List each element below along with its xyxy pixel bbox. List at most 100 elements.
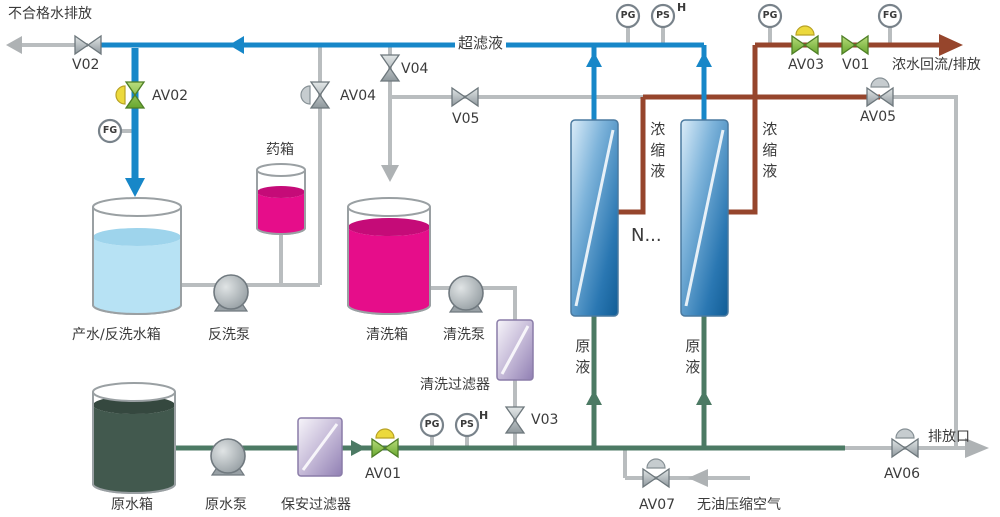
av07-actuator-dome <box>646 458 666 469</box>
membrane-module-1 <box>570 119 619 317</box>
pg-mid-gauge <box>615 3 641 29</box>
valve-v05 <box>451 86 479 108</box>
av01-label: AV01 <box>365 466 402 482</box>
ps-bottom-high-flag: H <box>479 409 489 422</box>
arrow-permeate-up-1 <box>586 52 602 67</box>
valve-av05 <box>866 77 894 108</box>
backwash-pump <box>213 274 249 312</box>
arrow-air-in <box>688 469 708 487</box>
av03-label: AV03 <box>788 57 825 73</box>
pipe-concentrate-membrane2 <box>728 97 758 215</box>
raw-tank-liquid <box>93 405 175 493</box>
product-tank-rim <box>92 197 182 217</box>
product-tank-outline <box>92 207 182 315</box>
concentrate-return-label: 浓水回流/排放 <box>892 57 981 73</box>
v02-label: V02 <box>72 57 100 73</box>
cleaning-tank-outline <box>347 207 431 315</box>
raw-tank-label: 原水箱 <box>111 497 153 513</box>
security-filter-stripe <box>301 423 339 471</box>
av06-label: AV06 <box>884 466 921 482</box>
pipe-right-side-drain <box>880 95 958 448</box>
compressed-air-label: 无油压缩空气 <box>697 497 781 513</box>
chemical-tank-liquid <box>257 192 305 234</box>
concentrate-2-label: 浓缩液 <box>760 121 779 184</box>
security-filter-label: 保安过滤器 <box>281 497 351 513</box>
v05-label: V05 <box>452 111 480 127</box>
cleaning-tank-liquid <box>348 227 430 314</box>
av05-body <box>866 86 894 108</box>
v01-label: V01 <box>842 57 870 73</box>
av02-body <box>124 81 146 109</box>
pg-right-label: PG <box>762 10 778 21</box>
chemical-tank <box>256 163 306 235</box>
av03-actuator-dome <box>795 25 815 36</box>
valve-av07 <box>642 458 670 489</box>
valve-av03 <box>791 25 819 56</box>
concentrate-1-label: 浓缩液 <box>648 121 667 184</box>
membrane-count-label: N... <box>631 225 662 246</box>
fg-right-label: FG <box>882 10 898 21</box>
valve-v02 <box>74 34 102 56</box>
cleaning-tank-liquid-surface <box>348 218 430 236</box>
av03-body <box>791 34 819 56</box>
raw-tank-outline <box>92 392 176 494</box>
ps-mid-high-flag: H <box>677 1 687 14</box>
arrow-ultrafiltrate-flow <box>229 36 244 54</box>
pg-bottom-gauge <box>419 412 445 438</box>
feed-2-label: 原液 <box>683 338 702 380</box>
av02-actuator-dome <box>115 85 126 105</box>
pg-bottom-label: PG <box>424 419 440 430</box>
discharge-port-label: 排放口 <box>928 429 970 445</box>
ultrafiltrate-label: 超滤液 <box>455 34 507 53</box>
av01-actuator-dome <box>375 428 395 439</box>
chemical-tank-rim <box>256 163 306 177</box>
ps-bottom-gauge <box>454 412 480 438</box>
raw-tank <box>92 382 176 494</box>
av04-label: AV04 <box>340 88 377 104</box>
product-tank-liquid <box>93 237 181 314</box>
cleaning-pump <box>448 275 484 313</box>
cleaning-tank <box>347 197 431 315</box>
av04-actuator-dome <box>300 85 311 105</box>
valve-av04 <box>300 81 331 109</box>
av06-actuator-dome <box>895 428 915 439</box>
raw-pump-label: 原水泵 <box>205 497 247 513</box>
av01-body <box>371 437 399 459</box>
valve-av01 <box>371 428 399 459</box>
raw-tank-rim <box>92 382 176 402</box>
ps-mid-label: PS <box>656 10 670 21</box>
cleaning-filter-label: 清洗过滤器 <box>420 377 490 393</box>
av07-body <box>642 467 670 489</box>
v05-body <box>451 86 479 108</box>
v03-label: V03 <box>531 412 559 428</box>
valve-av02 <box>115 81 146 109</box>
av07-label: AV07 <box>639 497 676 513</box>
cleaning-tank-rim <box>347 197 431 217</box>
backwash-pump-label: 反洗泵 <box>208 327 250 343</box>
arrow-feed-up-1 <box>586 390 602 405</box>
chemical-tank-outline <box>256 170 306 235</box>
arrow-concentrate-out <box>939 34 963 56</box>
fg-left-gauge <box>97 118 123 144</box>
arrow-permeate-up-2 <box>696 52 712 67</box>
av04-body <box>309 81 331 109</box>
ps-mid-gauge <box>650 3 676 29</box>
product-tank <box>92 197 182 315</box>
arrow-discharge-out <box>965 438 989 458</box>
raw-pump <box>210 438 246 476</box>
v02-body <box>74 34 102 56</box>
valve-v01 <box>841 34 869 56</box>
av06-body <box>891 437 919 459</box>
valve-av06 <box>891 428 919 459</box>
raw-pump-body <box>210 438 246 474</box>
av05-actuator-dome <box>870 77 890 88</box>
v03-body <box>504 406 526 434</box>
security-filter <box>297 417 343 477</box>
feed-1-label: 原液 <box>573 338 592 380</box>
arrow-raw-flow <box>351 440 366 456</box>
cleaning-tank-label: 清洗箱 <box>366 327 408 343</box>
product-tank-liquid-surface <box>93 228 181 246</box>
v04-label: V04 <box>401 61 429 77</box>
pipe-concentrate-membrane1 <box>618 97 646 215</box>
